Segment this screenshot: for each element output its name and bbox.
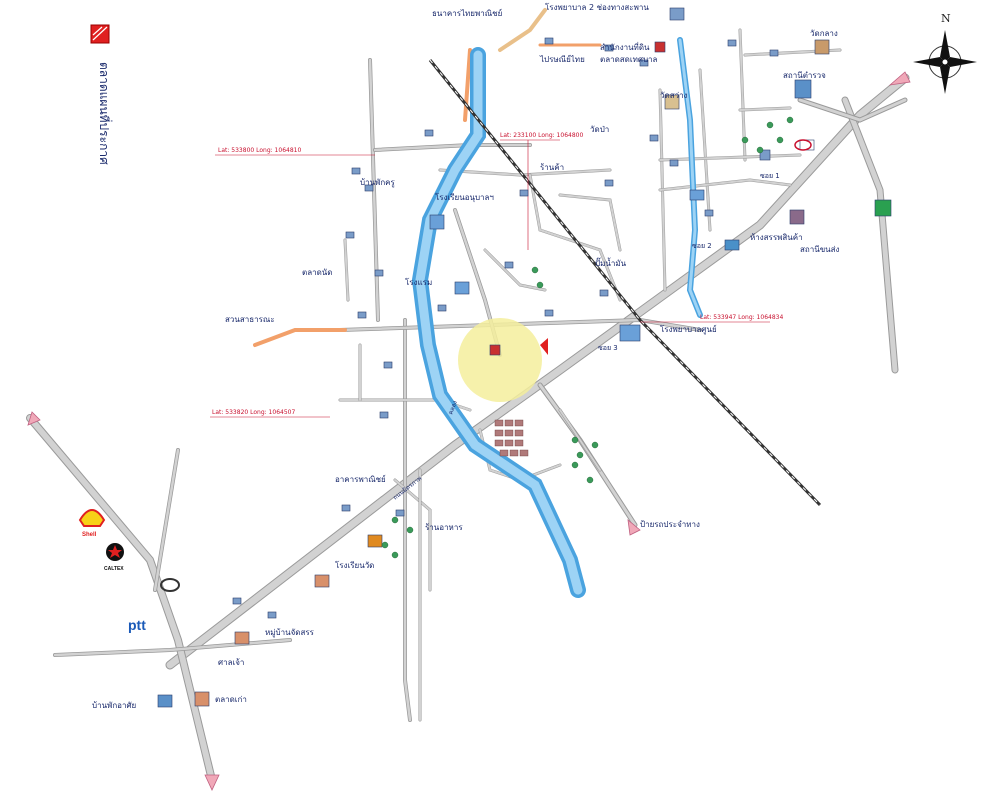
toyota-logo	[794, 139, 812, 151]
building-icons	[232, 37, 779, 619]
place-label: วัดสว่าง	[660, 91, 688, 100]
place-label: โรงเรียนอนุบาลฯ	[435, 192, 494, 202]
place-label: ร้านค้า	[540, 163, 564, 172]
place-label: ตลาดสดเทศบาล	[600, 55, 658, 64]
caltex-logo-text: CALTEX	[104, 566, 124, 572]
place-label: สำนักงานที่ดิน	[600, 41, 650, 52]
hino-logo	[160, 578, 180, 592]
place-label: วัดกลาง	[810, 29, 838, 38]
place-labels: ธนาคารไทยพาณิชย์ โรงพยาบาล 2 ช่องทางสะพา…	[92, 2, 840, 710]
place-label: สถานีขนส่ง	[800, 245, 840, 254]
compass: N	[913, 12, 977, 94]
place-label: ซอย 2	[692, 242, 712, 250]
river-label: คลอง	[447, 400, 458, 416]
place-label: ซอย 1	[760, 172, 780, 180]
coordinate-label: Lat: 533820 Long: 1064507	[212, 409, 295, 416]
place-label: ป้ายรถประจำทาง	[640, 520, 700, 529]
place-label: ศาลเจ้า	[218, 658, 244, 667]
place-label: สถานีตำรวจ	[783, 71, 826, 80]
ptt-logo-text: ptt	[128, 617, 146, 633]
place-label: ห้างสรรพสินค้า	[750, 233, 803, 242]
highlight-zone	[458, 318, 542, 402]
tree-icons	[381, 116, 794, 559]
place-label: บ้านพักครู	[360, 178, 396, 188]
railway	[428, 59, 822, 507]
shell-logo: Shell	[78, 509, 106, 538]
honda-logo	[540, 338, 548, 355]
river	[411, 8, 703, 598]
place-label: บ้านพักอาศัย	[92, 701, 136, 710]
place-label: วัดป่า	[590, 125, 609, 134]
place-label: ซอย 3	[598, 344, 618, 352]
housing-block	[494, 419, 529, 457]
landmark-icons	[157, 7, 892, 708]
place-label: ปั๊มน้ำมัน	[595, 257, 627, 268]
compass-north-label: N	[941, 12, 951, 25]
place-label: ตลาดเก่า	[215, 695, 247, 704]
place-label: โรงพยาบาล 2 ช่องทางสะพาน	[545, 2, 649, 12]
coordinate-label: Lat: 233100 Long: 1064800	[500, 132, 583, 139]
place-label: โรงเรียนวัด	[335, 560, 374, 570]
place-label: อาคารพาณิชย์	[335, 474, 386, 484]
place-label: ตลาดนัด	[302, 268, 332, 277]
place-label: หมู่บ้านจัดสรร	[265, 628, 315, 638]
shell-logo-text: Shell	[82, 532, 97, 538]
coordinate-label: Lat: 533800 Long: 1064810	[218, 147, 301, 154]
coordinate-label: Lat: 533947 Long: 1064834	[700, 314, 783, 321]
place-label: ไปรษณีย์ไทย	[539, 54, 585, 64]
place-label: ร้านอาหาร	[425, 523, 463, 532]
ptt-logo: ptt	[128, 617, 146, 633]
caltex-logo: CALTEX	[104, 543, 124, 572]
place-label: โรงแรม	[405, 277, 432, 287]
direction-arrows	[27, 71, 911, 791]
place-label: สวนสาธารณะ	[225, 315, 275, 324]
legend-label: ตลาดแผนที่ประกาศ	[97, 62, 113, 165]
place-label: ธนาคารไทยพาณิชย์	[432, 8, 502, 18]
branch-roads	[253, 43, 602, 347]
place-label: โรงพยาบาลศูนย์	[660, 324, 717, 335]
